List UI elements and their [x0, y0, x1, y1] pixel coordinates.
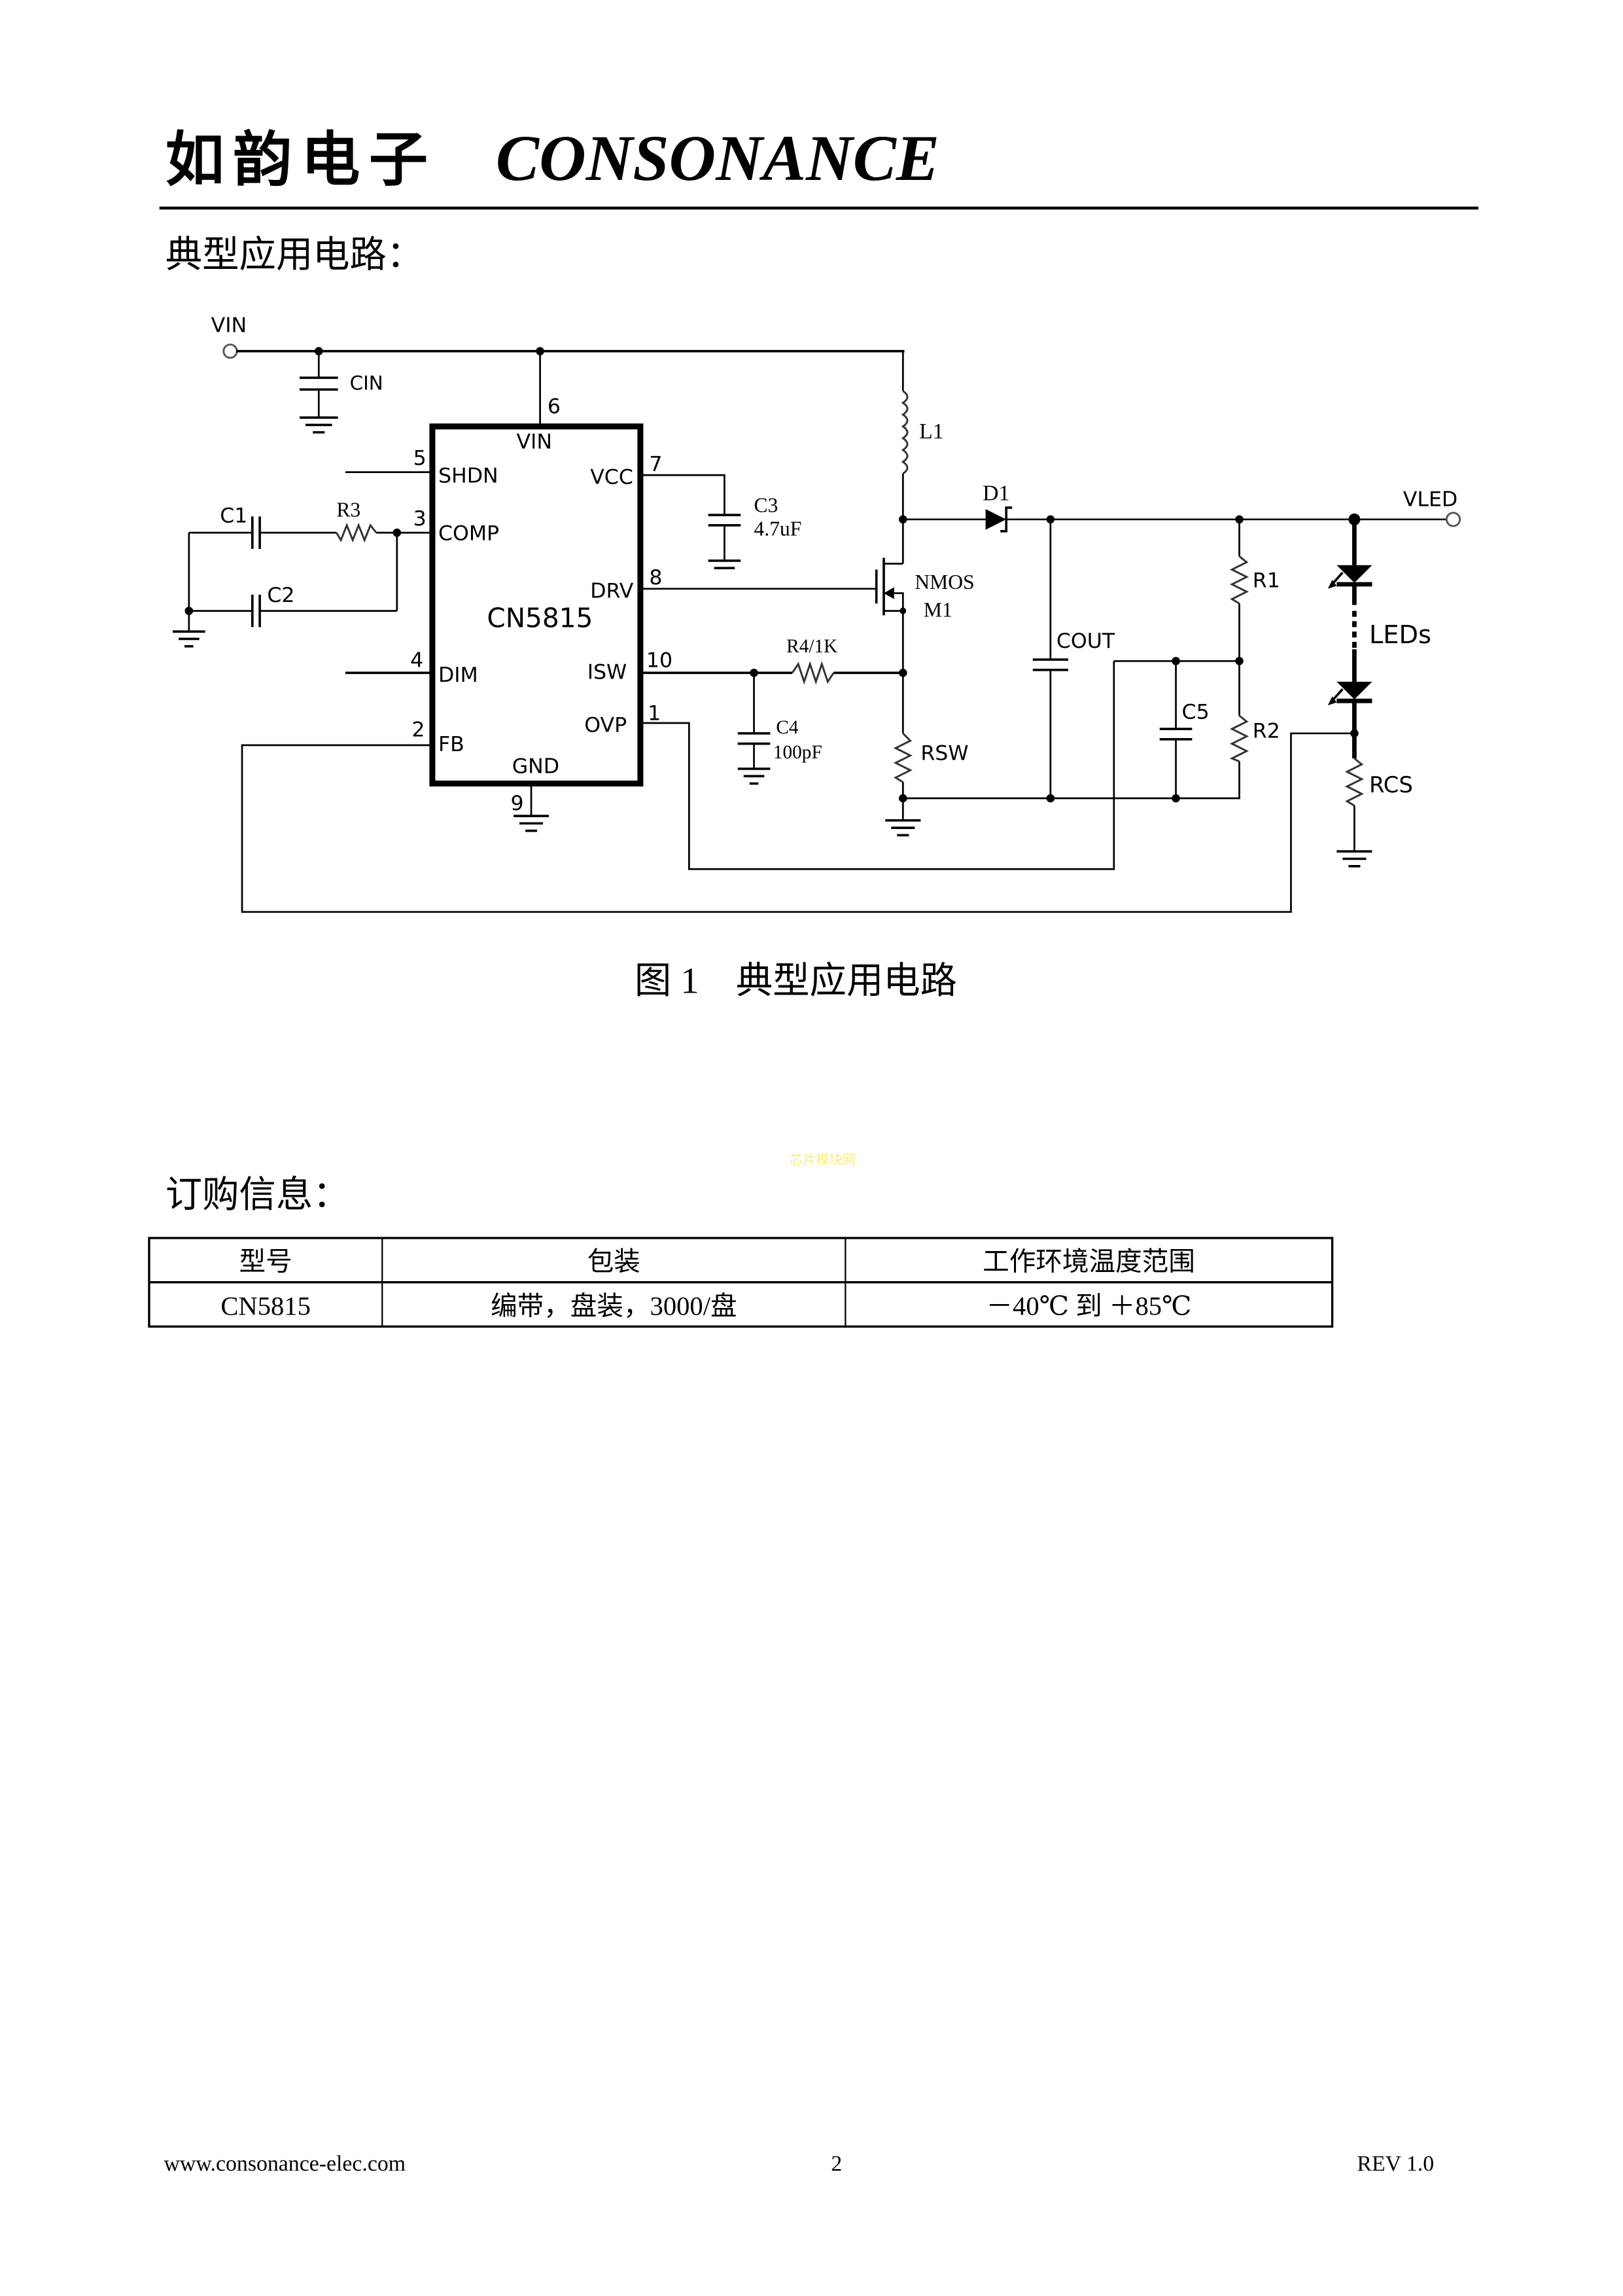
table-cell-temp-range: －40℃ 到 ＋85℃	[986, 1291, 1191, 1320]
table-header-package: 包装	[587, 1247, 640, 1277]
label-c3: C3	[754, 494, 778, 517]
footer-page-number: 2	[831, 2151, 842, 2176]
table-row: CN5815 编带，盘装，3000/盘 －40℃ 到 ＋85℃	[220, 1291, 1191, 1320]
pin-label-dim: DIM	[438, 663, 478, 687]
pin-label-vin: VIN	[516, 431, 552, 454]
pin-number-isw: 10	[646, 648, 672, 672]
page-footer: www.consonance-elec.com 2 REV 1.0	[164, 2151, 1434, 2176]
resistor-rsw: RSW	[885, 732, 969, 837]
footer-website[interactable]: www.consonance-elec.com	[164, 2151, 406, 2176]
label-c4: C4	[776, 717, 799, 738]
led-string: LEDs	[1327, 519, 1431, 759]
pin-label-isw: ISW	[587, 660, 627, 684]
pin-label-vcc: VCC	[590, 466, 633, 489]
pin-number-fb: 2	[411, 718, 425, 741]
table-cell-package: 编带，盘装，3000/盘	[491, 1291, 737, 1320]
led-icon	[1336, 565, 1372, 583]
label-m1: M1	[924, 599, 952, 622]
junction-dot	[184, 607, 194, 615]
junction-dot	[899, 669, 907, 677]
footer-revision: REV 1.0	[1357, 2151, 1434, 2176]
label-leds: LEDs	[1369, 620, 1431, 650]
label-c1: C1	[220, 504, 247, 527]
capacitor-cout: COUT	[1032, 519, 1115, 799]
label-c3-value: 4.7uF	[754, 518, 802, 540]
pin-number-comp: 3	[413, 507, 427, 531]
ovp-divider: R1 R2 C5	[1113, 519, 1280, 799]
junction-dot	[314, 347, 323, 356]
led-icon	[1336, 681, 1372, 699]
resistor-rcs: RCS	[1336, 757, 1413, 868]
pin-number-drv: 8	[649, 566, 662, 590]
vled-terminal	[1445, 512, 1461, 527]
pin-number-ovp: 1	[648, 702, 661, 726]
junction-dot	[536, 347, 544, 356]
resistor-r1	[1229, 556, 1249, 605]
company-name-en: CONSONANCE	[496, 123, 939, 194]
diode-d1: D1	[983, 481, 1013, 533]
label-c5: C5	[1182, 700, 1210, 724]
pin-number-vcc: 7	[649, 452, 662, 476]
pin-label-drv: DRV	[590, 579, 634, 603]
resistor-r4	[791, 661, 835, 685]
label-vin-input: VIN	[211, 313, 247, 337]
page-header: 如韵电子 CONSONANCE	[159, 123, 1478, 210]
chip-name: CN5815	[487, 602, 593, 633]
label-r3: R3	[336, 498, 360, 521]
wire-ovp-feedback	[640, 661, 1115, 870]
figure-caption: 图 1 典型应用电路	[635, 961, 957, 1002]
isw-network: R4/1K C4 100pF	[640, 636, 907, 785]
label-c4-value: 100pF	[773, 742, 822, 763]
section-title-ordering: 订购信息：	[166, 1175, 350, 1216]
capacitor-cin: CIN	[299, 351, 383, 434]
pin-label-ovp: OVP	[584, 714, 627, 737]
label-c2: C2	[267, 584, 294, 607]
typical-application-schematic: VIN CIN 6 CN5815 VIN 5 SHDN 3 COMP	[173, 313, 1461, 913]
label-l1: L1	[919, 419, 944, 444]
pin-label-comp: COMP	[438, 521, 499, 545]
watermark: 芯片模块网	[790, 1152, 856, 1167]
label-cin: CIN	[350, 372, 383, 394]
table-header-temp-range: 工作环境温度范围	[983, 1247, 1195, 1277]
capacitor-c3: C3 4.7uF	[640, 474, 802, 570]
pin-label-gnd: GND	[512, 755, 559, 779]
company-name-cn: 如韵电子	[166, 128, 437, 193]
ordering-table: 型号 包装 工作环境温度范围 CN5815 编带，盘装，3000/盘 －40℃ …	[148, 1237, 1334, 1328]
pin-number-dim: 4	[410, 648, 423, 672]
label-rcs: RCS	[1369, 772, 1413, 798]
label-r2: R2	[1253, 720, 1280, 743]
pin-number-gnd: 9	[510, 792, 523, 815]
pin-label-shdn: SHDN	[438, 464, 498, 487]
resistor-r2	[1229, 715, 1249, 763]
table-header-model: 型号	[239, 1247, 292, 1277]
label-r1: R1	[1253, 569, 1280, 593]
label-nmos: NMOS	[915, 571, 974, 593]
label-rsw: RSW	[920, 741, 968, 765]
label-r4: R4/1K	[786, 636, 837, 657]
label-cout: COUT	[1056, 629, 1115, 653]
inductor-l1: L1	[901, 351, 944, 520]
pin-number-shdn: 5	[413, 446, 427, 470]
pin-label-fb: FB	[438, 733, 464, 756]
label-vled: VLED	[1403, 488, 1457, 512]
pin-number-vin: 6	[548, 395, 561, 418]
wire-output-ground-rail	[903, 761, 1240, 800]
label-d1: D1	[983, 481, 1009, 505]
section-title-typical-circuit: 典型应用电路：	[166, 235, 424, 275]
vin-terminal	[222, 344, 238, 359]
nmos-m1: NMOS M1	[640, 519, 975, 733]
wire-fb-feedback	[241, 732, 1355, 913]
comp-network: C1 R3 C2	[173, 498, 432, 648]
table-cell-model: CN5815	[220, 1291, 311, 1320]
ground-chip: 9	[510, 786, 550, 832]
resistor-r3	[336, 522, 377, 543]
